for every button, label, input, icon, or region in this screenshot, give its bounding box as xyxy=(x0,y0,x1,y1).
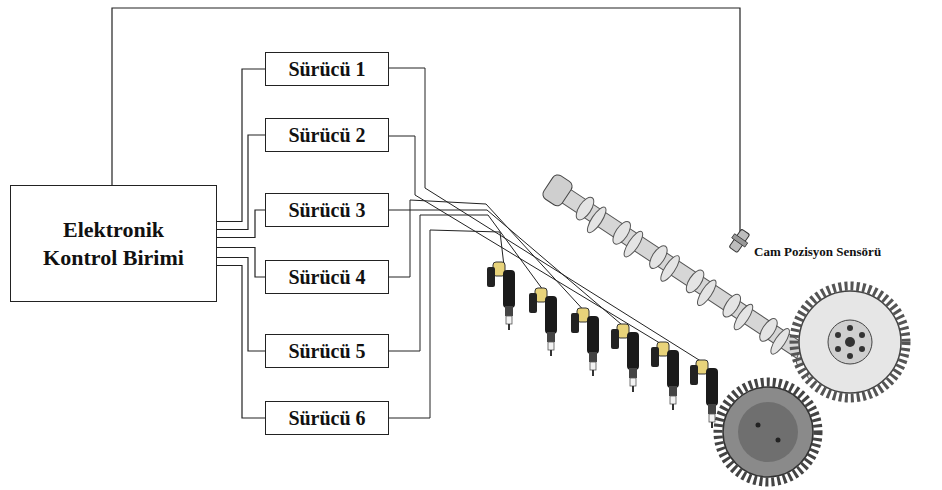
driver-box: Sürücü 3 xyxy=(265,193,389,227)
node-text: Sürücü 1 xyxy=(288,58,365,80)
signal-wire xyxy=(217,266,265,419)
node-text: Sürücü 2 xyxy=(288,124,365,146)
signal-wire xyxy=(217,210,265,238)
part-label: Cam Pozisyon Sensörü xyxy=(752,244,883,260)
driver-box: Sürücü 4 xyxy=(265,260,389,294)
node-text: Sürücü 4 xyxy=(288,266,365,288)
control-unit-box: Elektronik Kontrol Birimi xyxy=(10,185,217,302)
crank-gear xyxy=(718,382,818,482)
driver-box: Sürücü 5 xyxy=(265,334,389,368)
cam-sensor xyxy=(727,227,753,254)
cam-gear xyxy=(794,286,906,398)
node-text: Sürücü 3 xyxy=(288,199,365,221)
signal-wire xyxy=(217,135,265,230)
driver-box: Sürücü 1 xyxy=(265,52,389,86)
node-text: Elektronik Kontrol Birimi xyxy=(39,216,189,271)
driver-box: Sürücü 6 xyxy=(265,401,389,435)
camshaft xyxy=(538,173,843,390)
driver-box: Sürücü 2 xyxy=(265,118,389,152)
node-text: Sürücü 5 xyxy=(288,340,365,362)
signal-wire xyxy=(217,69,265,222)
injectors xyxy=(487,262,718,428)
injector-wires xyxy=(389,68,707,418)
node-text: Sürücü 6 xyxy=(288,407,365,429)
signal-wire xyxy=(217,248,265,278)
signal-wire xyxy=(217,258,265,352)
